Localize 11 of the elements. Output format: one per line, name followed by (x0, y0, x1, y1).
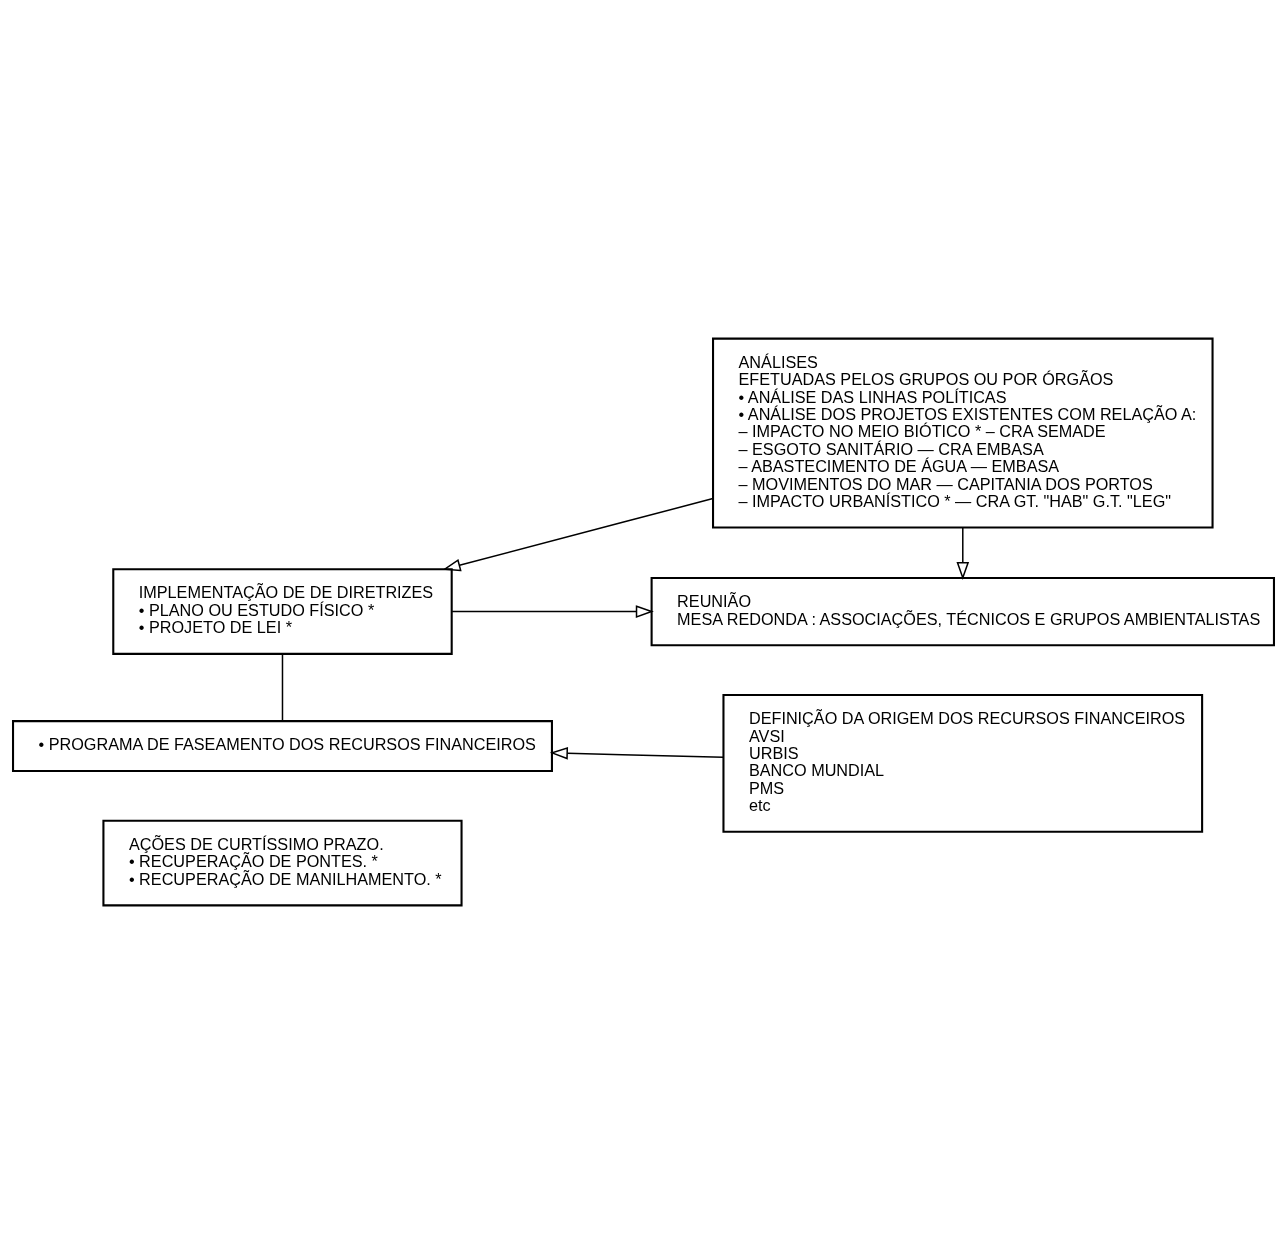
node-box: DEFINIÇÃO DA ORIGEM DOS RECURSOS FINANCEIROS AVSI URBIS BANCO MUNDIAL PMS etc (722, 693, 1204, 833)
connector (281, 653, 284, 722)
node-box: AÇÕES DE CURTÍSSIMO PRAZO. • RECUPERAÇÃO DE PONTES. * • RECUPERAÇÃO DE MANILHAMENTO. * (102, 819, 463, 907)
arrow (549, 746, 725, 760)
arrow (956, 527, 970, 581)
node-box: REUNIÃO MESA REDONDA : ASSOCIAÇÕES, TÉCNICOS E GRUPOS AMBIENTALISTAS (650, 576, 1275, 647)
arrow (451, 605, 654, 618)
node-box: ANÁLISES EFETUADAS PELOS GRUPOS OU POR ÓRGÃOS • ANÁLISE DAS LINHAS POLÍTICAS • ANÁLISE DOS PROJETOS EXISTENTES COM RELAÇÃO A: – IMPACTO NO MEIO BIÓTICO * – CRA SEMADE – ESGOTO SANITÁRIO — CRA EMBASA – ABASTECIMENTO DE ÁGUA — EMBASA – MOVIMENTOS DO MAR — CAPITANIA DOS PORTOS – IMPACTO URBANÍSTICO * — CRA GT. "HAB" G.T. "LEG" (712, 337, 1214, 529)
node-box: • PROGRAMA DE FASEAMENTO DOS RECURSOS FINANCEIROS (12, 720, 553, 772)
arrow (442, 497, 714, 572)
node-box: IMPLEMENTAÇÃO DE DE DIRETRIZES • PLANO OU ESTUDO FÍSICO * • PROJETO DE LEI * (112, 568, 453, 655)
